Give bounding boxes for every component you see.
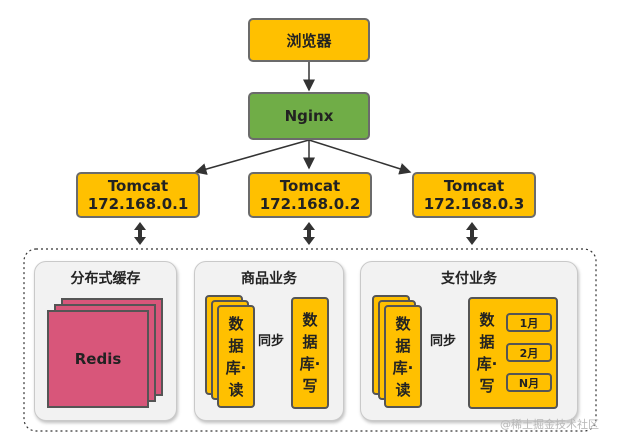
tomcat-1-ip: 172.168.0.1 [87, 195, 189, 213]
services-container [23, 248, 597, 432]
payment-read-db [384, 305, 422, 408]
double-arrow-2 [303, 222, 315, 245]
product-write-db [291, 297, 329, 409]
product-read-db-label: 数据库·读 [225, 315, 247, 399]
double-arrow-3 [466, 222, 478, 245]
browser-node: 浏览器 [248, 18, 370, 62]
shard-n: N月 [506, 373, 552, 392]
redis-node [47, 310, 149, 408]
redis-label: Redis [74, 350, 122, 368]
nginx-node: Nginx [248, 92, 370, 140]
double-arrow-1 [134, 222, 146, 245]
shard-jan: 1月 [506, 313, 552, 332]
product-title: 商品业务 [241, 271, 297, 287]
tomcat-node-1: Tomcat 172.168.0.1 [76, 172, 200, 218]
nginx-label: Nginx [284, 107, 334, 125]
shard-feb: 2月 [506, 343, 552, 362]
product-read-db [217, 305, 255, 408]
product-sync-label: 同步 [258, 334, 285, 349]
tomcat-3-name: Tomcat [443, 177, 505, 195]
arrow-nginx-tomcat1 [194, 139, 310, 175]
watermark: @稀土掘金技术社区 [500, 418, 599, 431]
payment-sync-label: 同步 [430, 334, 457, 349]
tomcat-node-2: Tomcat 172.168.0.2 [248, 172, 372, 218]
tomcat-node-3: Tomcat 172.168.0.3 [412, 172, 536, 218]
browser-label: 浏览器 [286, 31, 332, 50]
product-write-db-label: 数据库·写 [299, 311, 321, 395]
arrow-nginx-tomcat3 [308, 139, 412, 175]
cache-title: 分布式缓存 [70, 271, 141, 287]
payment-title: 支付业务 [441, 271, 497, 287]
tomcat-3-ip: 172.168.0.3 [423, 195, 525, 213]
tomcat-2-ip: 172.168.0.2 [259, 195, 361, 213]
tomcat-1-name: Tomcat [107, 177, 169, 195]
payment-read-db-label: 数据库·读 [392, 315, 414, 399]
tomcat-2-name: Tomcat [279, 177, 341, 195]
payment-write-db-label: 数据库·写 [476, 311, 498, 395]
